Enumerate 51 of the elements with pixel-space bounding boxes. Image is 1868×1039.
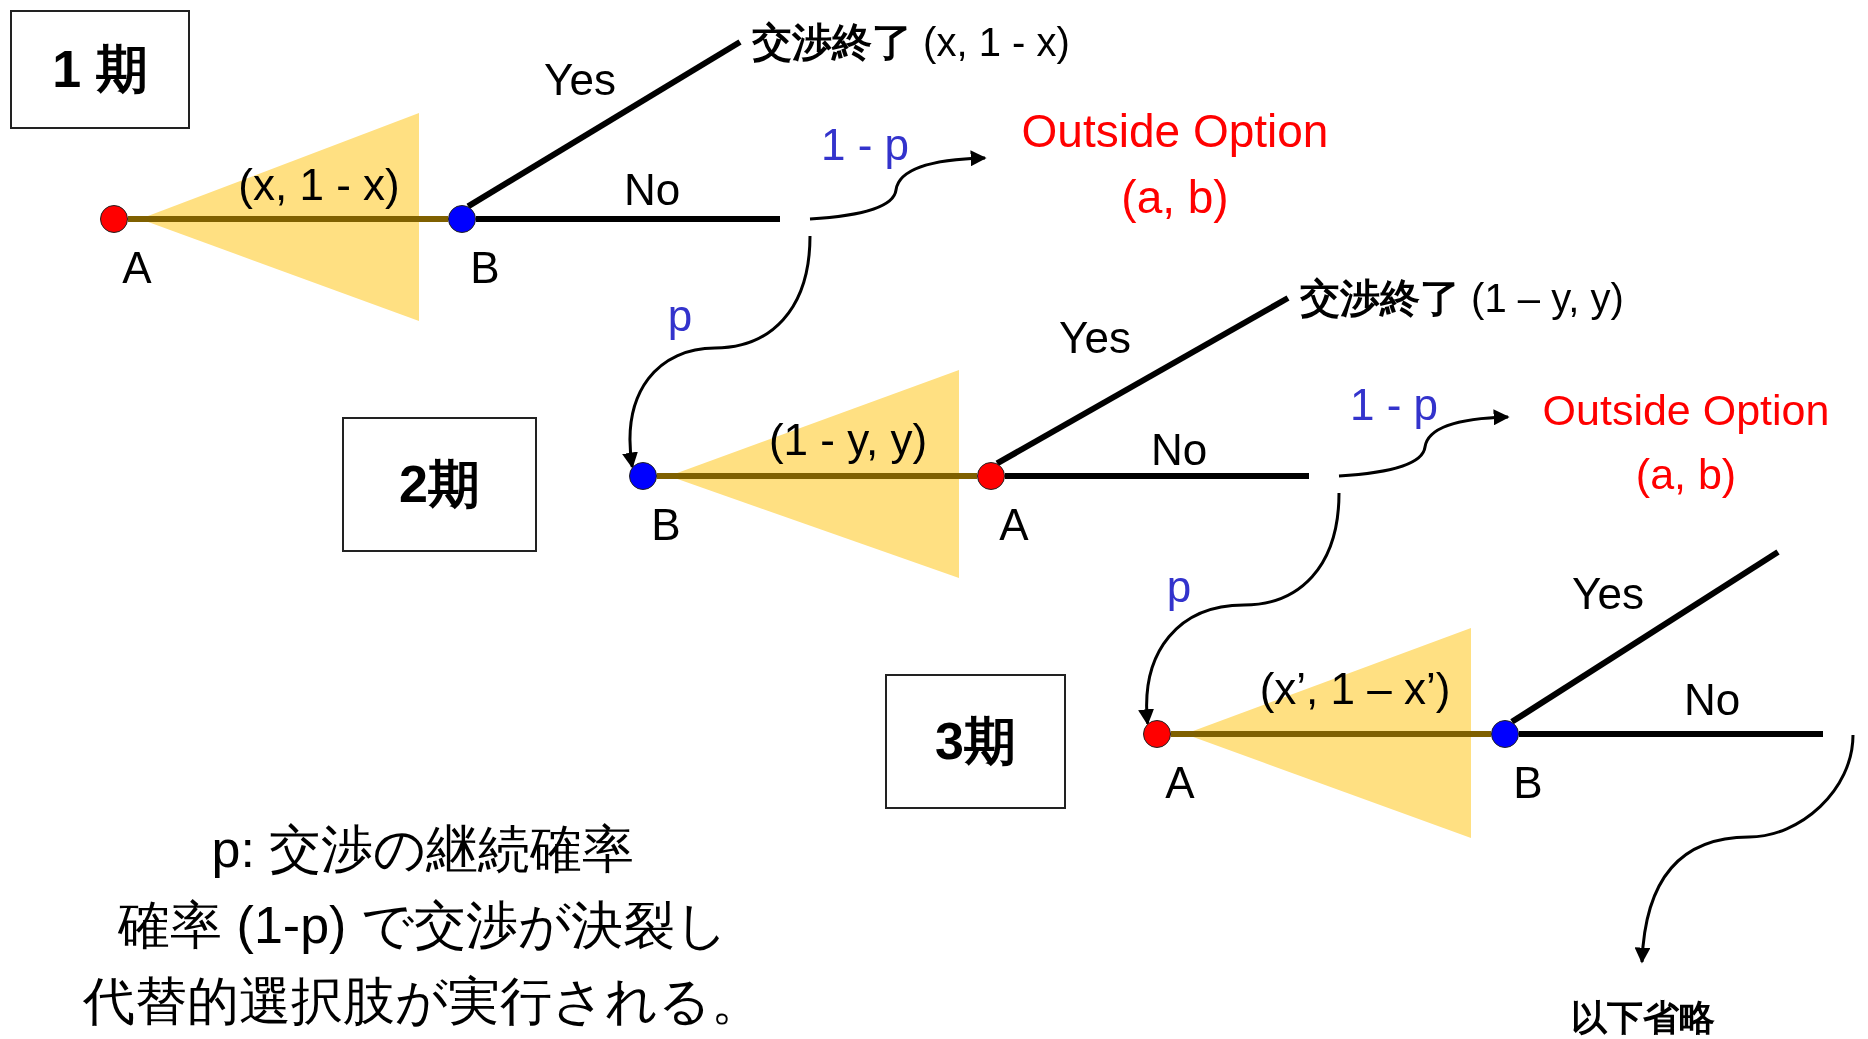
- arrow: [1338, 409, 1510, 478]
- player-label: B: [1513, 759, 1543, 807]
- outcome-text: 交渉終了 (1 – y, y): [1300, 275, 1624, 322]
- period-box: 2期: [342, 417, 537, 552]
- outside-option-text: (a, b): [1635, 449, 1737, 500]
- decision-dot: [977, 462, 1005, 490]
- note-text: p: 交渉の継続確率: [210, 819, 636, 879]
- decision-dot: [1491, 720, 1519, 748]
- edge-label: No: [623, 166, 681, 214]
- branch-line: [657, 473, 977, 479]
- edge-label: (1 - y, y): [768, 416, 928, 464]
- branch-line: [466, 39, 742, 209]
- branch-line: [1519, 731, 1823, 737]
- branch-line: [1171, 731, 1491, 737]
- edge-label: (x, 1 - x): [238, 161, 400, 209]
- arrow: [1635, 734, 1855, 964]
- outcome-text: 交渉終了 (x, 1 - x): [752, 19, 1070, 66]
- note-text: 確率 (1-p) で交渉が決裂し: [117, 895, 729, 955]
- note-text: 代替的選択肢が実行される。: [82, 971, 764, 1031]
- edge-label: (x’, 1 – x’): [1259, 665, 1451, 713]
- edge-label: No: [1683, 676, 1741, 724]
- outside-option-text: (a, b): [1121, 170, 1229, 225]
- edge-label: Yes: [1059, 314, 1131, 362]
- outside-option-text: Outside Option: [1542, 385, 1830, 436]
- branch-line: [995, 295, 1290, 466]
- player-label: A: [1165, 759, 1195, 807]
- branch-line: [1510, 549, 1780, 725]
- edge-label: 1 - p: [1350, 381, 1438, 429]
- player-label: B: [651, 501, 681, 549]
- outside-option-text: Outside Option: [1021, 104, 1329, 159]
- player-label: A: [999, 501, 1029, 549]
- edge-label: Yes: [544, 56, 616, 104]
- edge-label: p: [1166, 563, 1192, 611]
- decision-dot: [448, 205, 476, 233]
- arrow: [622, 235, 812, 469]
- period-box: 3期: [885, 674, 1066, 809]
- outcome-text: 以下省略: [1571, 998, 1715, 1038]
- branch-line: [1005, 473, 1309, 479]
- edge-label: No: [1150, 426, 1208, 474]
- decision-dot: [100, 205, 128, 233]
- period-box: 1 期: [10, 10, 190, 129]
- edge-label: Yes: [1572, 570, 1644, 618]
- branch-line: [476, 216, 780, 222]
- player-label: B: [470, 244, 500, 292]
- decision-dot: [1143, 720, 1171, 748]
- decision-dot: [629, 462, 657, 490]
- edge-label: p: [667, 292, 693, 340]
- arrow: [1138, 492, 1341, 726]
- player-label: A: [122, 244, 152, 292]
- edge-label: 1 - p: [821, 121, 909, 169]
- arrow: [809, 150, 987, 221]
